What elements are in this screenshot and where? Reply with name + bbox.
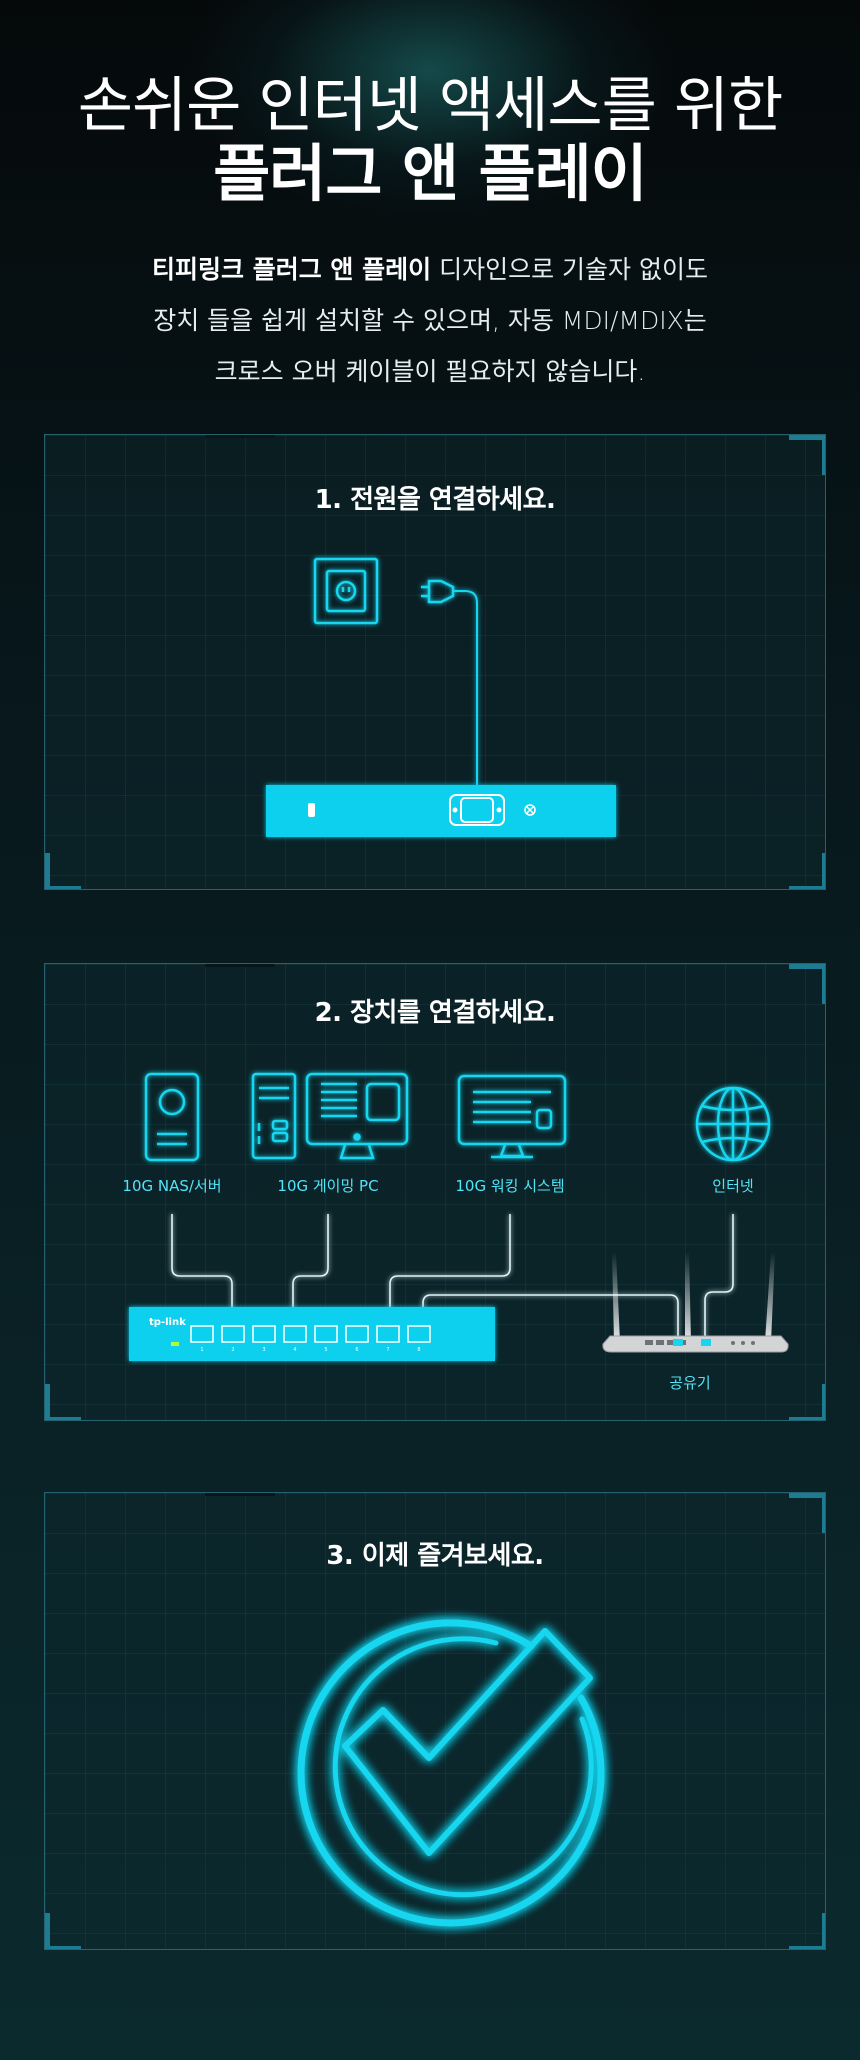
step3-title: 3. 이제 즐겨보세요.	[326, 1541, 544, 1571]
panel-frame	[45, 1493, 825, 1949]
label-router: 공유기	[669, 1374, 710, 1392]
checkmark-circle-icon	[297, 1619, 605, 1927]
switch-ports	[190, 1325, 431, 1343]
power-led	[171, 1342, 179, 1346]
nas-server-icon	[144, 1072, 200, 1162]
wall-outlet-icon	[313, 557, 379, 625]
port-num-5: 5	[324, 1347, 327, 1353]
power-plug-icon	[421, 579, 478, 785]
label-workstation: 10G 워킹 시스템	[455, 1177, 564, 1195]
hero-desc-line1: 티피링크 플러그 앤 플레이 디자인으로 기술자 없이도	[60, 244, 800, 295]
step1-title: 1. 전원을 연결하세요.	[314, 485, 556, 515]
port-num-3: 3	[262, 1347, 265, 1353]
switch-front	[129, 1307, 495, 1361]
globe-icon	[695, 1086, 771, 1162]
step3-panel: 3. 이제 즐겨보세요.	[44, 1492, 826, 1950]
port-num-6: 6	[355, 1347, 358, 1353]
label-nas: 10G NAS/서버	[122, 1177, 221, 1195]
power-diagram	[266, 557, 616, 837]
panel-frame	[45, 435, 825, 889]
hero-desc-bold: 티피링크 플러그 앤 플레이	[152, 255, 432, 284]
hero-description: 티피링크 플러그 앤 플레이 디자인으로 기술자 없이도 장치 들을 쉽게 설치…	[60, 244, 800, 397]
hero-desc-line3: 크로스 오버 케이블이 필요하지 않습니다.	[214, 357, 646, 386]
port-num-8: 8	[417, 1347, 420, 1353]
switch-brand-logo: tp-link	[149, 1317, 186, 1328]
step2-panel: 2. 장치를 연결하세요.	[44, 963, 826, 1421]
switch-port-numbers: 1 2 3 4 5 6 7 8	[200, 1347, 420, 1353]
switch-back-panel	[266, 785, 616, 837]
router-icon	[602, 1252, 789, 1353]
hero-desc-line1-rest: 디자인으로 기술자 없이도	[431, 255, 708, 284]
workstation-icon	[457, 1074, 567, 1159]
network-diagram: 10G NAS/서버 10G 게이밍 PC 10G 워킹 시스템 인터넷 공유기…	[122, 1072, 789, 1392]
hero-title-line1: 손쉬운 인터넷 액세스를 위한	[77, 71, 784, 141]
port-num-4: 4	[293, 1347, 296, 1353]
label-gaming-pc: 10G 게이밍 PC	[277, 1177, 378, 1195]
port-num-7: 7	[386, 1347, 389, 1353]
cables	[171, 1214, 734, 1342]
port-num-2: 2	[231, 1347, 234, 1353]
step1-panel: 1. 전원을 연결하세요.	[44, 434, 826, 890]
panel-frame	[45, 964, 825, 1420]
hero-desc-line2: 장치 들을 쉽게 설치할 수 있으며, 자동 MDI/MDIX는	[153, 306, 707, 335]
hero-title-line2: 플러그 앤 플레이	[213, 137, 647, 210]
gaming-pc-icon	[251, 1072, 409, 1160]
step2-title: 2. 장치를 연결하세요.	[314, 998, 556, 1028]
label-internet: 인터넷	[712, 1177, 753, 1195]
port-num-1: 1	[200, 1347, 203, 1353]
